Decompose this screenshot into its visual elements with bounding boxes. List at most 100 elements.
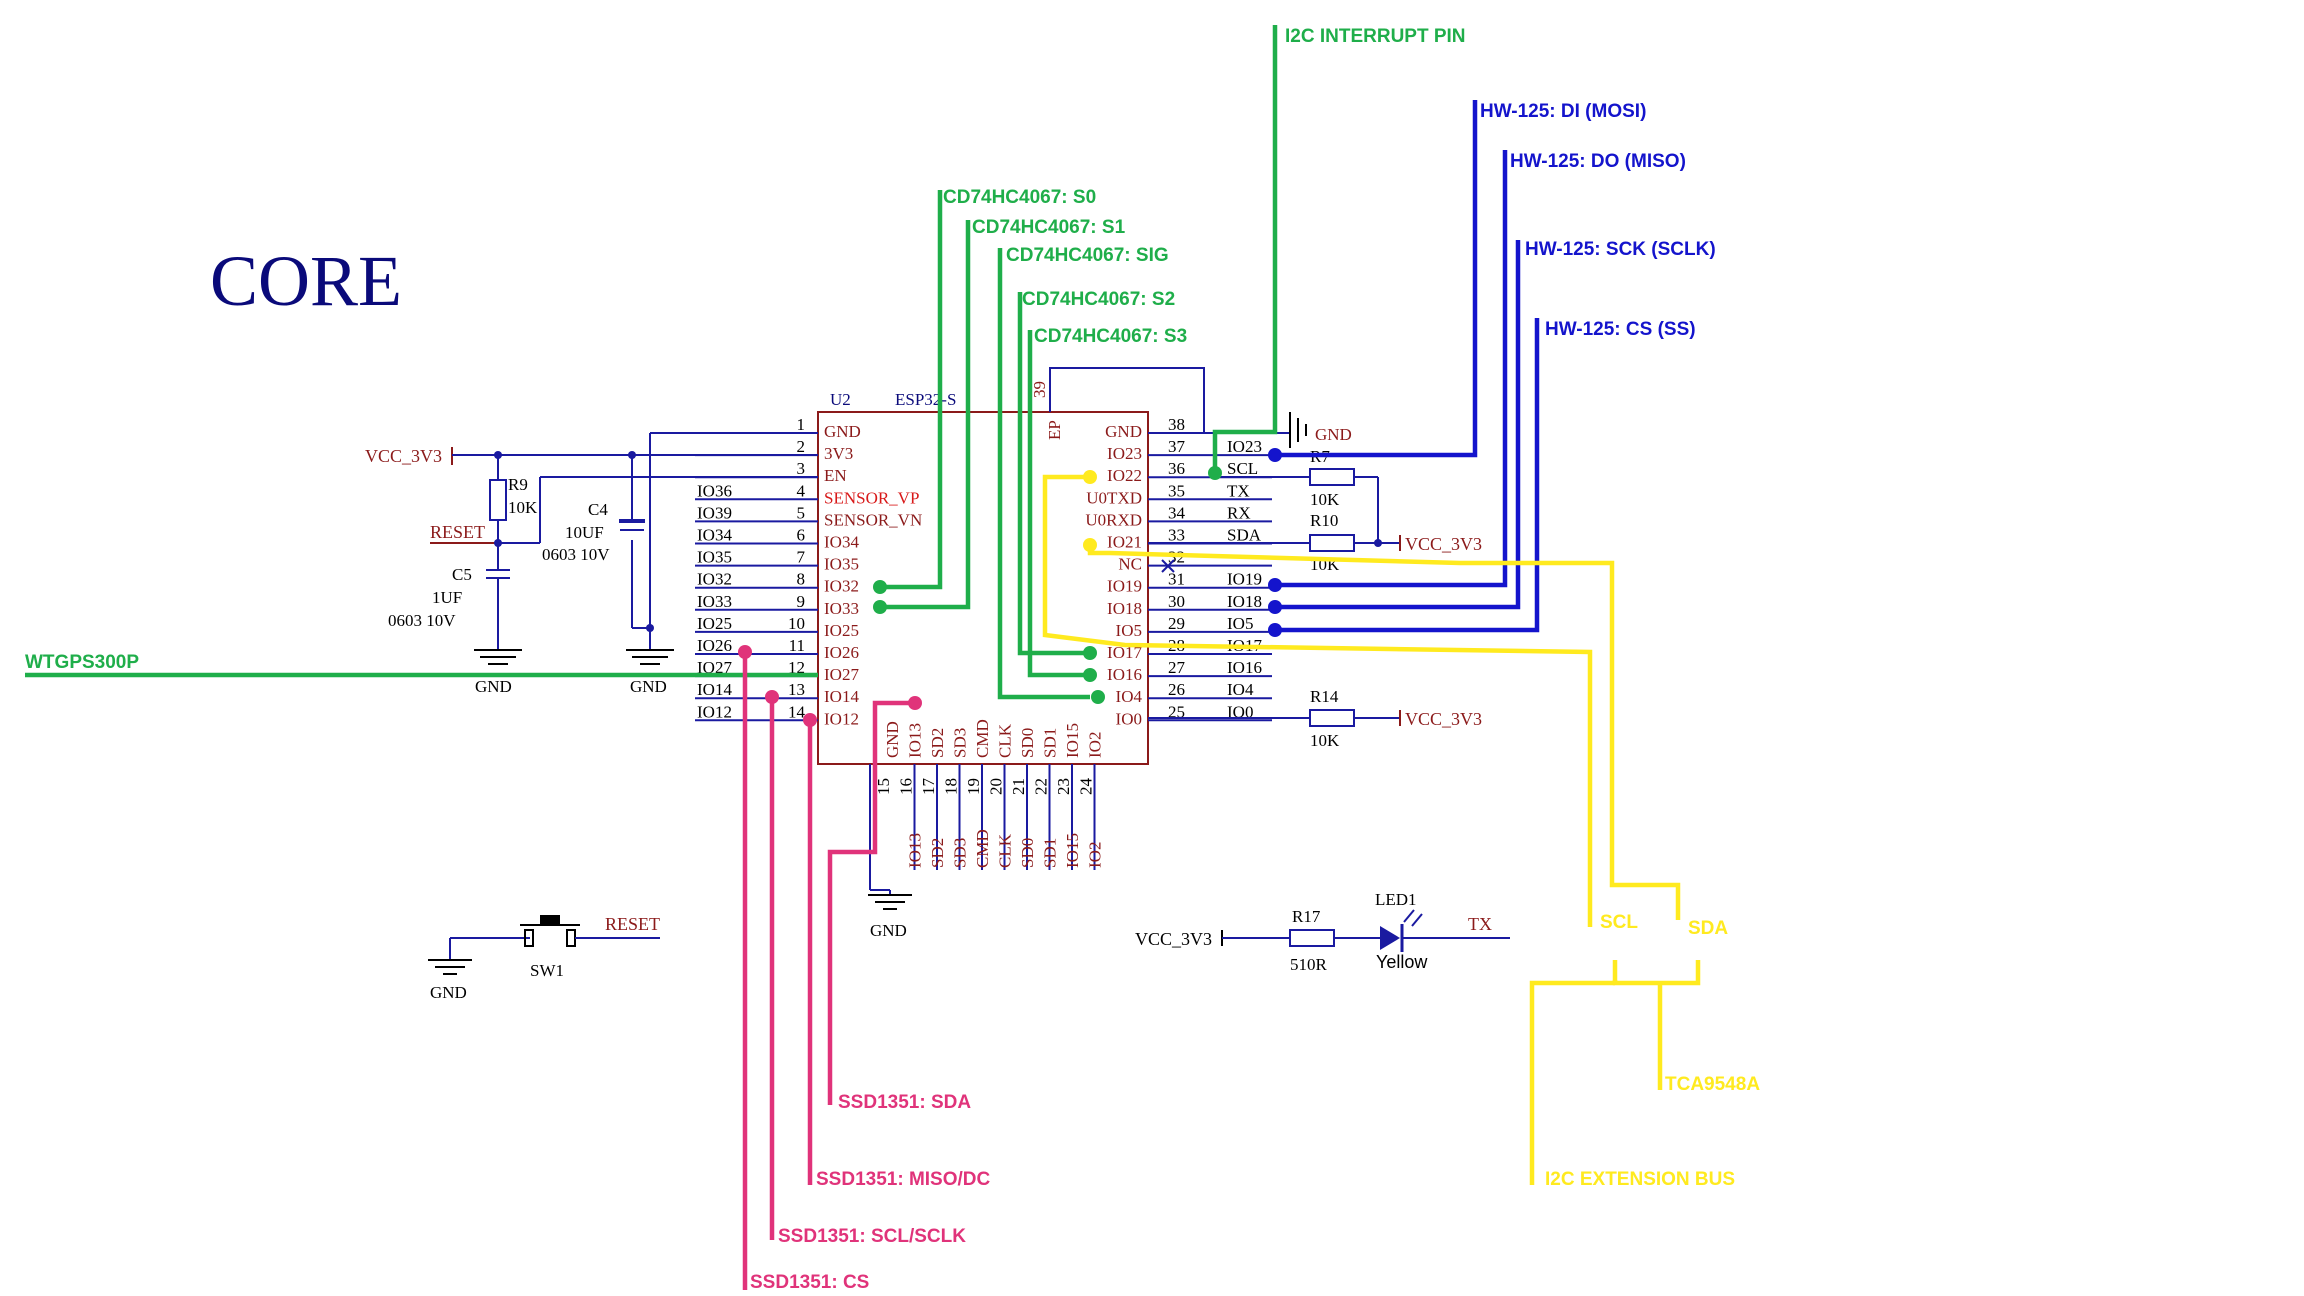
vcc-label-r10: VCC_3V3 — [1405, 534, 1482, 554]
pin-number: 13 — [788, 680, 805, 699]
i2c-bus-label: I2C EXTENSION BUS — [1545, 1169, 1735, 1190]
pin-number: 29 — [1168, 614, 1185, 633]
ssd1351-cs-label: SSD1351: CS — [750, 1272, 869, 1293]
r7-value: 10K — [1310, 490, 1340, 509]
net-label: IO15 — [1063, 833, 1082, 868]
pin-name: IO34 — [824, 533, 859, 552]
led-ref: LED1 — [1375, 890, 1417, 909]
yellow-wires — [1042, 470, 1701, 1185]
net-label: SD1 — [1041, 838, 1060, 868]
net-label: IO25 — [697, 614, 732, 633]
pin-name: IO19 — [1107, 577, 1142, 596]
net-label: TX — [1227, 481, 1250, 500]
pin-number: 8 — [797, 570, 806, 589]
pin-number: 4 — [797, 481, 806, 500]
led-vcc-label: VCC_3V3 — [1135, 929, 1212, 949]
pin-name: IO16 — [1107, 665, 1142, 684]
net-label: IO27 — [697, 658, 732, 677]
pin-number: 7 — [797, 548, 806, 567]
net-label: IO16 — [1227, 658, 1262, 677]
pin-number: 10 — [788, 614, 805, 633]
net-label: IO4 — [1227, 680, 1254, 699]
pin-number: 30 — [1168, 592, 1185, 611]
ssd1351-sda-label: SSD1351: SDA — [838, 1092, 971, 1113]
pin-name: U0RXD — [1085, 510, 1142, 529]
net-label: IO2 — [1086, 842, 1105, 868]
r17-value: 510R — [1290, 955, 1328, 974]
net-label: IO13 — [906, 833, 925, 868]
gnd-label-top: GND — [1315, 425, 1352, 444]
pin-name: SD2 — [928, 728, 947, 758]
net-label: IO12 — [697, 702, 732, 721]
pin-name: IO17 — [1107, 643, 1142, 662]
green-wires — [25, 25, 1278, 704]
pin-number: 27 — [1168, 658, 1186, 677]
pin-name: SENSOR_VN — [824, 510, 922, 529]
pin-name: 3V3 — [824, 444, 853, 463]
sw-gnd-label: GND — [430, 983, 467, 1002]
chip-ref: U2 — [830, 390, 851, 409]
pin-number: 37 — [1168, 437, 1186, 456]
pin-number: 35 — [1168, 481, 1185, 500]
mux-sig-label: CD74HC4067: SIG — [1006, 245, 1169, 266]
pin-number: 23 — [1054, 778, 1073, 795]
pin-number: 26 — [1168, 680, 1185, 699]
net-label: IO0 — [1227, 702, 1253, 721]
reset-net-label: RESET — [430, 522, 485, 542]
pin-number: 36 — [1168, 459, 1185, 478]
net-label: IO5 — [1227, 614, 1253, 633]
pin-name: IO18 — [1107, 599, 1142, 618]
r10-ref: R10 — [1310, 511, 1338, 530]
diagram-title: CORE — [210, 241, 402, 321]
pin-number: 34 — [1168, 503, 1186, 522]
net-label: IO19 — [1227, 570, 1262, 589]
led-diode-icon — [1380, 926, 1400, 950]
pin-name: IO22 — [1107, 466, 1142, 485]
pin-number: 9 — [797, 592, 806, 611]
pin-number: 18 — [942, 778, 961, 795]
net-label: CMD — [973, 829, 992, 868]
r17-resistor — [1289, 929, 1335, 947]
pin-name: SD1 — [1041, 728, 1060, 758]
hw125-sck-label: HW-125: SCK (SCLK) — [1525, 239, 1716, 260]
pin-name: NC — [1118, 555, 1142, 574]
pin-number: 6 — [797, 526, 806, 545]
power-reset-circuit: VCC_3V3 C4 10UF 0603 10V R9 10K RESET C5… — [365, 432, 818, 696]
gnd-label-c5: GND — [475, 677, 512, 696]
ssd1351-sclk-label: SSD1351: SCL/SCLK — [778, 1226, 966, 1247]
pin-number: 12 — [788, 658, 805, 677]
net-label: RX — [1227, 503, 1251, 522]
net-label: SCL — [1227, 459, 1258, 478]
net-label: IO32 — [697, 570, 732, 589]
led-circuit: VCC_3V3 R17 510R LED1 Yellow TX — [1135, 890, 1510, 974]
pin-number: 3 — [797, 459, 806, 478]
c5-package: 0603 10V — [388, 611, 456, 630]
net-label: SDA — [1227, 526, 1262, 545]
pin-name: IO33 — [824, 599, 859, 618]
pin-name: SD3 — [951, 728, 970, 758]
c5-ref: C5 — [452, 565, 472, 584]
mux-s0-label: CD74HC4067: S0 — [943, 187, 1096, 208]
pin-name: IO23 — [1107, 444, 1142, 463]
mux-s1-label: CD74HC4067: S1 — [972, 217, 1126, 238]
pin-name: IO4 — [1116, 687, 1143, 706]
pin-name: EN — [824, 466, 847, 485]
pin-number: 16 — [897, 778, 916, 795]
pin-number: 5 — [797, 503, 806, 522]
gnd-label-c4: GND — [630, 677, 667, 696]
pin-name: IO21 — [1107, 533, 1142, 552]
reset-switch: GND SW1 RESET — [428, 914, 660, 1002]
pin-number: 14 — [788, 702, 806, 721]
pin-number: 24 — [1077, 778, 1096, 796]
hw125-miso-label: HW-125: DO (MISO) — [1510, 151, 1686, 172]
net-label: CLK — [996, 833, 1015, 868]
r17-ref: R17 — [1292, 907, 1321, 926]
pin-name: IO12 — [824, 709, 859, 728]
chip-part: ESP32-S — [895, 390, 956, 409]
net-label: IO33 — [697, 592, 732, 611]
pin-name: IO27 — [824, 665, 859, 684]
scl-bus-label: SCL — [1600, 912, 1638, 933]
pin-name: GND — [883, 721, 902, 758]
